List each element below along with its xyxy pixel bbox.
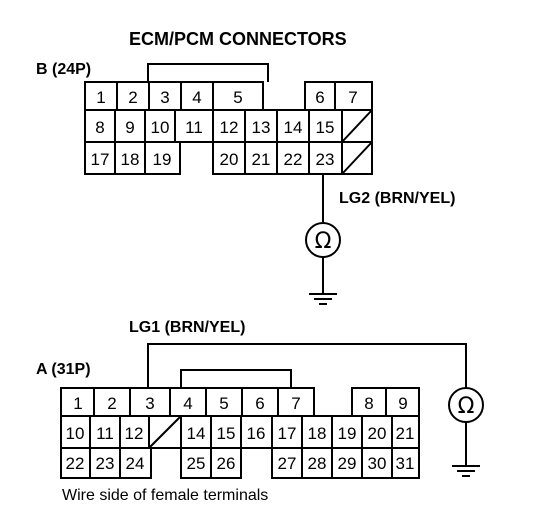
pin-number: 21 [252, 150, 271, 169]
pin-number: 15 [217, 424, 236, 443]
pin-cell [361, 415, 393, 449]
pin-number: 5 [219, 394, 228, 413]
ground-b-icon [309, 293, 337, 305]
pin-number: 7 [291, 394, 300, 413]
connector-a: 1 2 3 4 5 6 7 8 9 10 11 12 14 15 16 17 1… [60, 387, 420, 479]
pin-cell [212, 141, 246, 175]
pin-cell [385, 387, 420, 417]
pin-number: 20 [220, 150, 239, 169]
pin-number: 14 [284, 118, 303, 137]
ground-a-icon [452, 465, 480, 477]
pin-number: 5 [233, 88, 242, 107]
pin-number: 17 [91, 150, 110, 169]
pin-cell [84, 141, 116, 175]
pin-number: 9 [398, 394, 407, 413]
pin-cell [119, 447, 152, 479]
connector-a-label: A (31P) [36, 361, 91, 378]
pin-number: 2 [128, 88, 137, 107]
pin-number: 12 [125, 424, 144, 443]
pin-number: 20 [368, 424, 387, 443]
pin-cell [119, 415, 150, 449]
pin-cell [301, 447, 333, 479]
wire-lg2-label: LG2 (BRN/YEL) [339, 190, 455, 207]
pin-cell [144, 141, 181, 175]
wire-lg1-label: LG1 (BRN/YEL) [129, 319, 245, 336]
connector-a-lock-tab [180, 369, 292, 388]
pin-cell [84, 109, 116, 143]
connector-b-label: B (24P) [36, 61, 91, 78]
pin-number: 31 [396, 454, 415, 473]
pin-number: 28 [308, 454, 327, 473]
pin-cell [60, 415, 91, 449]
pin-number: 24 [126, 454, 145, 473]
pin-number: 10 [151, 118, 170, 137]
pin-number: 1 [73, 394, 82, 413]
pin-cell [144, 109, 176, 143]
pin-number: 1 [96, 88, 105, 107]
ohm-symbol-icon: Ω [315, 229, 332, 254]
pin-number: 25 [187, 454, 206, 473]
pin-number: 3 [160, 88, 169, 107]
pin-number: 6 [255, 394, 264, 413]
pin-number: 19 [338, 424, 357, 443]
pin-number: 6 [315, 88, 324, 107]
connector-b-lock-tab [147, 63, 269, 82]
pin-number: 10 [66, 424, 85, 443]
blank-slash [341, 141, 373, 175]
pin-number: 18 [121, 150, 140, 169]
pin-cell [361, 447, 393, 479]
pin-number: 30 [368, 454, 387, 473]
pin-number: 14 [187, 424, 206, 443]
wire-lg1 [147, 343, 467, 388]
pin-number: 2 [107, 394, 116, 413]
blank-slash [341, 109, 373, 143]
pin-number: 18 [308, 424, 327, 443]
pin-cell [129, 387, 171, 417]
pin-number: 11 [185, 118, 203, 137]
pin-number: 11 [96, 424, 114, 443]
pin-cell [93, 387, 131, 417]
pin-number: 8 [95, 118, 104, 137]
pin-number: 22 [284, 150, 303, 169]
pin-number: 15 [316, 118, 335, 137]
pin-number: 27 [278, 454, 297, 473]
pin-number: 9 [125, 118, 134, 137]
pin-number: 26 [217, 454, 236, 473]
pin-number: 23 [96, 454, 115, 473]
pin-cell [244, 141, 278, 175]
pin-number: 21 [396, 424, 415, 443]
pin-number: 22 [66, 454, 85, 473]
pin-cell [210, 447, 242, 479]
pin-number: 23 [316, 150, 335, 169]
diagram-title: ECM/PCM CONNECTORS [129, 29, 347, 49]
pin-number: 4 [192, 88, 201, 107]
pin-cell [308, 141, 343, 175]
connector-b: 1 2 3 4 5 6 7 8 9 10 11 12 13 14 15 17 1… [84, 81, 373, 175]
ohm-symbol-icon: Ω [458, 394, 475, 419]
pin-number: 19 [153, 150, 172, 169]
pin-number: 7 [348, 88, 357, 107]
pin-cell [331, 447, 363, 479]
pin-number: 29 [338, 454, 357, 473]
caption: Wire side of female terminals [62, 487, 268, 504]
pin-number: 8 [364, 394, 373, 413]
pin-number: 4 [183, 394, 192, 413]
pin-number: 3 [145, 394, 154, 413]
blank-slash [148, 415, 182, 449]
pin-number: 16 [247, 424, 266, 443]
pin-cell [60, 447, 91, 479]
pin-cell [391, 447, 420, 479]
pin-number: 13 [252, 118, 271, 137]
pin-number: 12 [220, 118, 239, 137]
pin-number: 17 [278, 424, 297, 443]
